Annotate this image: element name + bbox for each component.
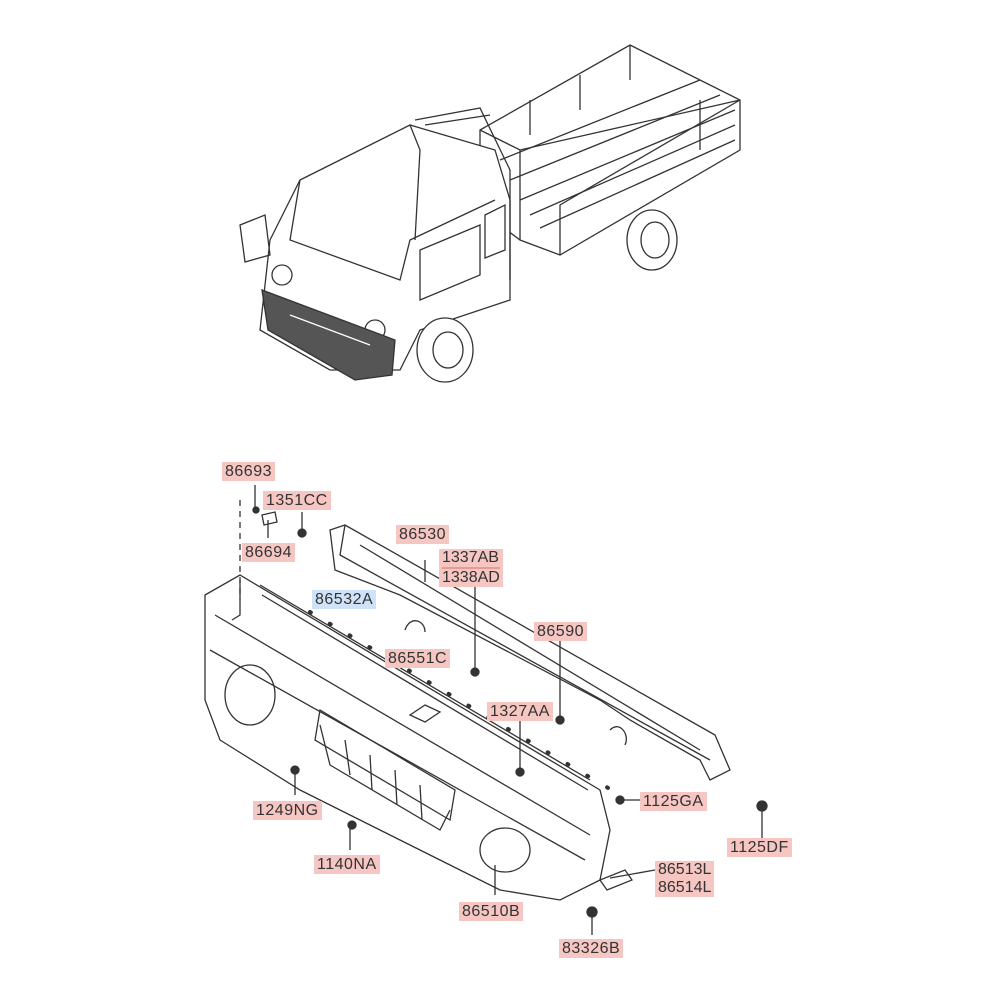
- label-divider: [442, 567, 500, 569]
- part-label-1337AB-1338AD[interactable]: 1337AB 1338AD: [439, 549, 503, 587]
- truck-illustration: [239, 44, 741, 383]
- part-label-1338AD: 1338AD: [442, 569, 500, 586]
- part-label-86530[interactable]: 86530: [396, 525, 449, 544]
- part-label-1125DF[interactable]: 1125DF: [727, 838, 792, 857]
- part-label-1337AB: 1337AB: [442, 549, 499, 566]
- part-label-86513L: 86513L: [658, 861, 712, 878]
- part-label-86590[interactable]: 86590: [534, 622, 587, 641]
- part-label-1125GA[interactable]: 1125GA: [640, 792, 707, 811]
- part-label-86510B[interactable]: 86510B: [459, 902, 524, 921]
- part-label-83326B[interactable]: 83326B: [559, 939, 624, 958]
- part-label-1140NA[interactable]: 1140NA: [314, 855, 380, 874]
- part-label-1351CC[interactable]: 1351CC: [263, 491, 331, 510]
- part-label-1327AA[interactable]: 1327AA: [487, 702, 553, 721]
- part-label-86694[interactable]: 86694: [242, 543, 295, 562]
- part-label-86693[interactable]: 86693: [222, 462, 275, 481]
- part-label-86513L-86514L[interactable]: 86513L 86514L: [655, 861, 715, 897]
- bumper-drawing: [204, 485, 768, 935]
- part-label-86551C[interactable]: 86551C: [385, 649, 451, 668]
- part-label-1249NG[interactable]: 1249NG: [253, 801, 322, 820]
- part-label-86532A[interactable]: 86532A: [312, 590, 377, 609]
- part-label-86514L: 86514L: [658, 879, 712, 896]
